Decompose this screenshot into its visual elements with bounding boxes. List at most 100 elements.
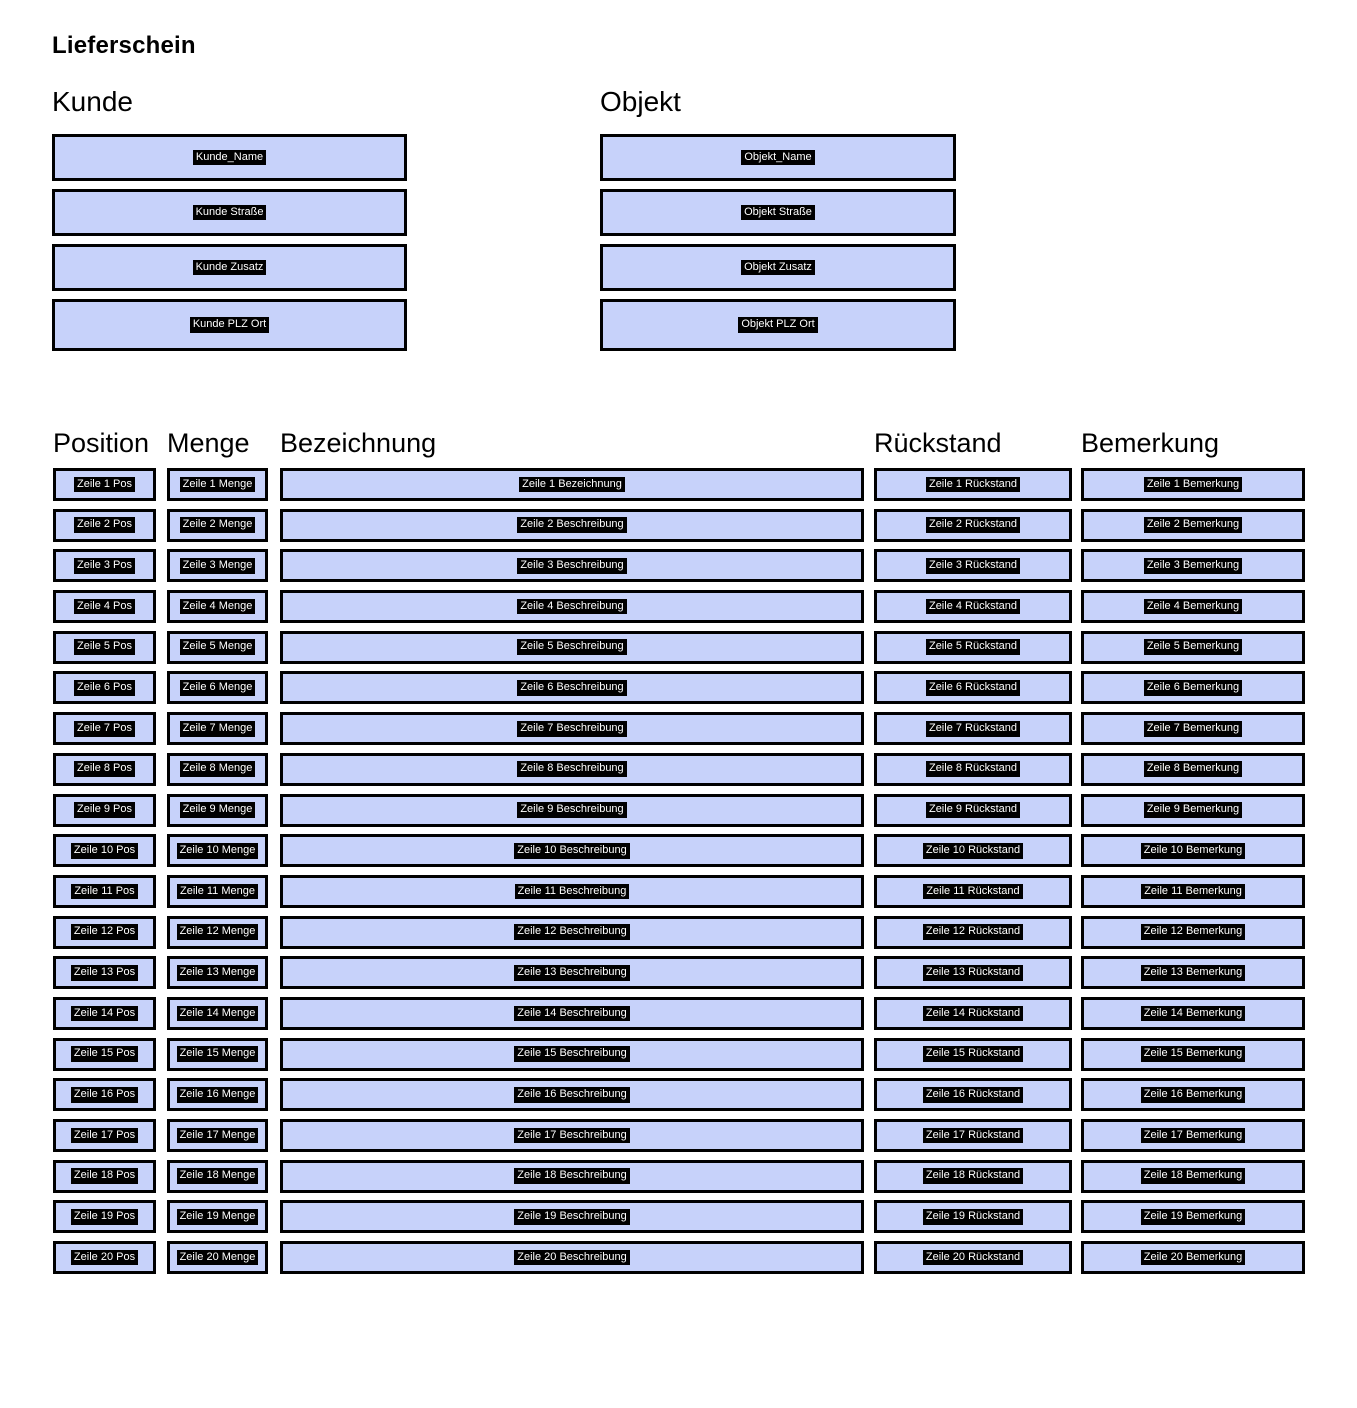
cell-position[interactable]: Zeile 5 Pos — [53, 630, 156, 664]
cell-menge[interactable]: Zeile 6 Menge — [167, 671, 268, 705]
cell-position[interactable]: Zeile 14 Pos — [53, 996, 156, 1030]
cell-position[interactable]: Zeile 9 Pos — [53, 793, 156, 827]
cell-bemerkung[interactable]: Zeile 11 Bemerkung — [1081, 874, 1305, 908]
objekt-strasse-field[interactable]: Objekt Straße — [600, 189, 956, 236]
cell-position[interactable]: Zeile 20 Pos — [53, 1241, 156, 1275]
cell-position[interactable]: Zeile 6 Pos — [53, 671, 156, 705]
kunde-plz-ort-field[interactable]: Kunde PLZ Ort — [52, 299, 407, 351]
kunde-name-field[interactable]: Kunde_Name — [52, 134, 407, 181]
cell-rueckstand[interactable]: Zeile 4 Rückstand — [874, 590, 1072, 624]
objekt-plz-ort-field[interactable]: Objekt PLZ Ort — [600, 299, 956, 351]
cell-rueckstand[interactable]: Zeile 1 Rückstand — [874, 468, 1072, 501]
cell-position[interactable]: Zeile 8 Pos — [53, 752, 156, 786]
cell-position[interactable]: Zeile 10 Pos — [53, 834, 156, 868]
cell-bemerkung[interactable]: Zeile 17 Bemerkung — [1081, 1119, 1305, 1152]
cell-position[interactable]: Zeile 1 Pos — [53, 468, 156, 501]
cell-rueckstand[interactable]: Zeile 18 Rückstand — [874, 1159, 1072, 1193]
cell-bezeichnung[interactable]: Zeile 16 Beschreibung — [280, 1078, 864, 1112]
kunde-zusatz-field[interactable]: Kunde Zusatz — [52, 244, 407, 291]
cell-bezeichnung[interactable]: Zeile 10 Beschreibung — [280, 834, 864, 868]
cell-menge[interactable]: Zeile 19 Menge — [167, 1200, 268, 1234]
cell-position[interactable]: Zeile 17 Pos — [53, 1119, 156, 1152]
cell-bemerkung[interactable]: Zeile 4 Bemerkung — [1081, 590, 1305, 624]
cell-position[interactable]: Zeile 19 Pos — [53, 1200, 156, 1234]
cell-bezeichnung[interactable]: Zeile 7 Beschreibung — [280, 712, 864, 746]
cell-position[interactable]: Zeile 15 Pos — [53, 1037, 156, 1071]
cell-bemerkung[interactable]: Zeile 18 Bemerkung — [1081, 1159, 1305, 1193]
cell-bemerkung[interactable]: Zeile 7 Bemerkung — [1081, 712, 1305, 746]
cell-bezeichnung[interactable]: Zeile 11 Beschreibung — [280, 874, 864, 908]
cell-menge[interactable]: Zeile 16 Menge — [167, 1078, 268, 1112]
cell-menge[interactable]: Zeile 15 Menge — [167, 1037, 268, 1071]
cell-bezeichnung[interactable]: Zeile 18 Beschreibung — [280, 1159, 864, 1193]
cell-bezeichnung[interactable]: Zeile 8 Beschreibung — [280, 752, 864, 786]
cell-menge[interactable]: Zeile 18 Menge — [167, 1159, 268, 1193]
cell-menge[interactable]: Zeile 7 Menge — [167, 712, 268, 746]
cell-rueckstand[interactable]: Zeile 8 Rückstand — [874, 752, 1072, 786]
cell-menge[interactable]: Zeile 9 Menge — [167, 793, 268, 827]
cell-bezeichnung[interactable]: Zeile 3 Beschreibung — [280, 549, 864, 583]
cell-bezeichnung[interactable]: Zeile 15 Beschreibung — [280, 1037, 864, 1071]
cell-bezeichnung[interactable]: Zeile 4 Beschreibung — [280, 590, 864, 624]
cell-position[interactable]: Zeile 4 Pos — [53, 590, 156, 624]
cell-bemerkung[interactable]: Zeile 20 Bemerkung — [1081, 1241, 1305, 1275]
cell-rueckstand[interactable]: Zeile 3 Rückstand — [874, 549, 1072, 583]
cell-bezeichnung[interactable]: Zeile 9 Beschreibung — [280, 793, 864, 827]
cell-menge[interactable]: Zeile 2 Menge — [167, 508, 268, 542]
cell-rueckstand[interactable]: Zeile 2 Rückstand — [874, 508, 1072, 542]
cell-bezeichnung[interactable]: Zeile 2 Beschreibung — [280, 508, 864, 542]
cell-position[interactable]: Zeile 11 Pos — [53, 874, 156, 908]
cell-bezeichnung[interactable]: Zeile 13 Beschreibung — [280, 956, 864, 990]
cell-bemerkung[interactable]: Zeile 9 Bemerkung — [1081, 793, 1305, 827]
cell-bezeichnung[interactable]: Zeile 12 Beschreibung — [280, 915, 864, 949]
cell-rueckstand[interactable]: Zeile 19 Rückstand — [874, 1200, 1072, 1234]
cell-rueckstand[interactable]: Zeile 11 Rückstand — [874, 874, 1072, 908]
cell-rueckstand[interactable]: Zeile 10 Rückstand — [874, 834, 1072, 868]
cell-rueckstand[interactable]: Zeile 15 Rückstand — [874, 1037, 1072, 1071]
cell-rueckstand[interactable]: Zeile 7 Rückstand — [874, 712, 1072, 746]
cell-bemerkung[interactable]: Zeile 8 Bemerkung — [1081, 752, 1305, 786]
cell-bezeichnung[interactable]: Zeile 6 Beschreibung — [280, 671, 864, 705]
cell-bezeichnung[interactable]: Zeile 17 Beschreibung — [280, 1119, 864, 1152]
cell-bemerkung[interactable]: Zeile 10 Bemerkung — [1081, 834, 1305, 868]
cell-rueckstand[interactable]: Zeile 14 Rückstand — [874, 996, 1072, 1030]
kunde-strasse-field[interactable]: Kunde Straße — [52, 189, 407, 236]
cell-bezeichnung[interactable]: Zeile 19 Beschreibung — [280, 1200, 864, 1234]
cell-menge[interactable]: Zeile 17 Menge — [167, 1119, 268, 1152]
cell-menge[interactable]: Zeile 14 Menge — [167, 996, 268, 1030]
cell-bemerkung[interactable]: Zeile 12 Bemerkung — [1081, 915, 1305, 949]
cell-rueckstand[interactable]: Zeile 16 Rückstand — [874, 1078, 1072, 1112]
cell-position[interactable]: Zeile 16 Pos — [53, 1078, 156, 1112]
cell-bezeichnung[interactable]: Zeile 5 Beschreibung — [280, 630, 864, 664]
cell-bemerkung[interactable]: Zeile 14 Bemerkung — [1081, 996, 1305, 1030]
cell-menge[interactable]: Zeile 8 Menge — [167, 752, 268, 786]
cell-rueckstand[interactable]: Zeile 12 Rückstand — [874, 915, 1072, 949]
cell-rueckstand[interactable]: Zeile 17 Rückstand — [874, 1119, 1072, 1152]
cell-bemerkung[interactable]: Zeile 5 Bemerkung — [1081, 630, 1305, 664]
cell-position[interactable]: Zeile 3 Pos — [53, 549, 156, 583]
cell-menge[interactable]: Zeile 12 Menge — [167, 915, 268, 949]
cell-bemerkung[interactable]: Zeile 6 Bemerkung — [1081, 671, 1305, 705]
cell-bemerkung[interactable]: Zeile 15 Bemerkung — [1081, 1037, 1305, 1071]
objekt-zusatz-field[interactable]: Objekt Zusatz — [600, 244, 956, 291]
cell-bemerkung[interactable]: Zeile 19 Bemerkung — [1081, 1200, 1305, 1234]
cell-rueckstand[interactable]: Zeile 5 Rückstand — [874, 630, 1072, 664]
cell-position[interactable]: Zeile 18 Pos — [53, 1159, 156, 1193]
cell-rueckstand[interactable]: Zeile 13 Rückstand — [874, 956, 1072, 990]
cell-bemerkung[interactable]: Zeile 3 Bemerkung — [1081, 549, 1305, 583]
cell-bemerkung[interactable]: Zeile 13 Bemerkung — [1081, 956, 1305, 990]
cell-rueckstand[interactable]: Zeile 9 Rückstand — [874, 793, 1072, 827]
cell-bemerkung[interactable]: Zeile 1 Bemerkung — [1081, 468, 1305, 501]
cell-menge[interactable]: Zeile 4 Menge — [167, 590, 268, 624]
cell-bemerkung[interactable]: Zeile 2 Bemerkung — [1081, 508, 1305, 542]
cell-rueckstand[interactable]: Zeile 20 Rückstand — [874, 1241, 1072, 1275]
cell-rueckstand[interactable]: Zeile 6 Rückstand — [874, 671, 1072, 705]
cell-position[interactable]: Zeile 12 Pos — [53, 915, 156, 949]
cell-menge[interactable]: Zeile 20 Menge — [167, 1241, 268, 1275]
cell-bezeichnung[interactable]: Zeile 20 Beschreibung — [280, 1241, 864, 1275]
cell-menge[interactable]: Zeile 11 Menge — [167, 874, 268, 908]
cell-bezeichnung[interactable]: Zeile 14 Beschreibung — [280, 996, 864, 1030]
cell-bemerkung[interactable]: Zeile 16 Bemerkung — [1081, 1078, 1305, 1112]
cell-position[interactable]: Zeile 2 Pos — [53, 508, 156, 542]
cell-position[interactable]: Zeile 7 Pos — [53, 712, 156, 746]
